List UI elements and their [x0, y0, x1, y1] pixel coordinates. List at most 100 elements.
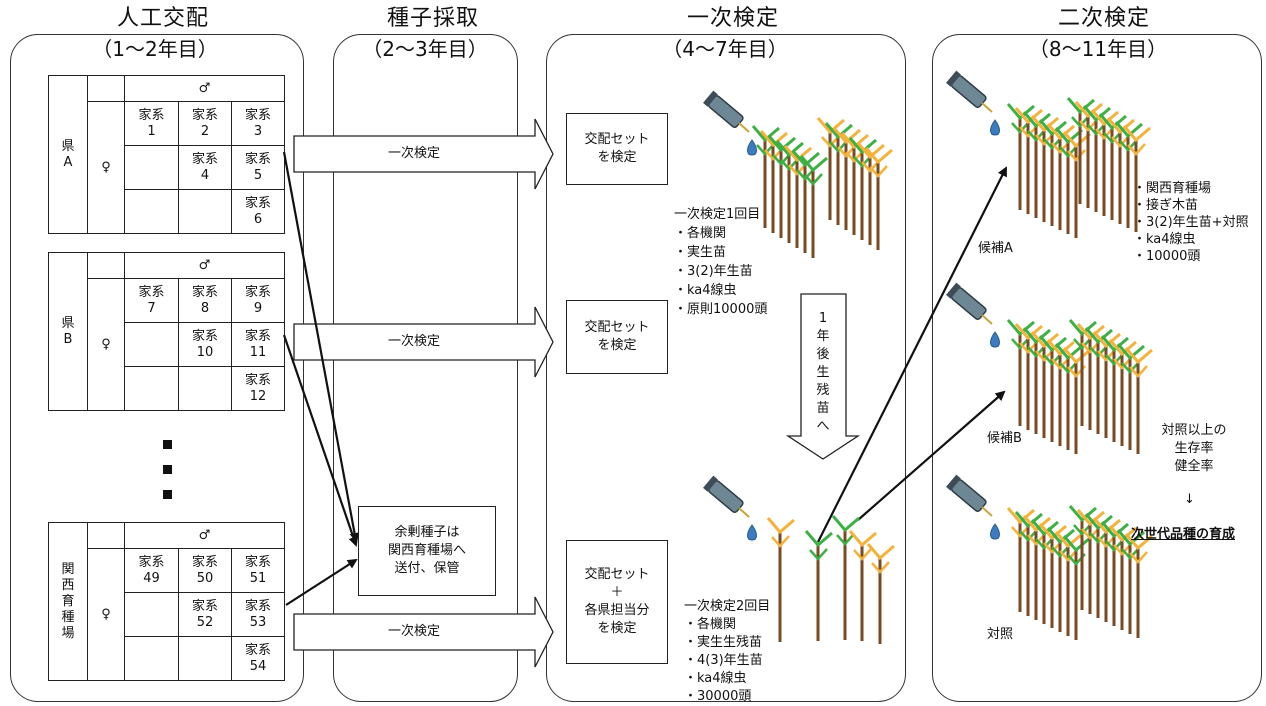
pref-label-kansai: 関 西 育 種 場: [48, 522, 88, 681]
seedling-icon: [1068, 505, 1097, 610]
ellipsis-dot: [163, 465, 172, 474]
seedling-icon: [1046, 527, 1075, 632]
first-test-1-info: 一次検定1回目・各機関・実生苗・3(2)年生苗・ka4線虫・原則10000頭: [674, 207, 768, 317]
seedling-icon: [799, 155, 828, 258]
seedling-icon: [1122, 125, 1151, 232]
seedling-icon: [1014, 107, 1043, 214]
seedling-icon: [1076, 323, 1105, 430]
seedling-icon: [1090, 109, 1119, 216]
seedling-icon: [759, 130, 788, 233]
seedling-icon: [1108, 525, 1137, 630]
seedling-icon: [1066, 97, 1095, 204]
test-set-box-2: 交配セット を検定: [566, 300, 668, 374]
test-set-box-3: 交配セット ＋ 各県担当分 を検定: [566, 540, 668, 664]
seedling-icon: [1014, 323, 1043, 430]
seedling-icon: [848, 137, 877, 240]
seedling-icon: [1054, 343, 1083, 450]
connector-line: [282, 334, 359, 547]
seedling-icon: [767, 135, 796, 238]
seedling-icon: [1124, 347, 1153, 454]
seedling-icon: [1114, 121, 1143, 228]
criteria-text: 対照以上の生存率健全率: [1161, 423, 1227, 474]
block-arrow-2: [293, 306, 554, 378]
seedling-icon: [1038, 523, 1067, 628]
seedling-icon: [1038, 335, 1067, 442]
arrow-label-2: 一次検定: [388, 334, 441, 349]
seedling-icon: [1084, 513, 1113, 618]
phase-title-crossing: 人工交配: [85, 4, 241, 34]
connector-line: [857, 390, 1006, 521]
second-test-info: ・関西育種場・接ぎ木苗・3(2)年生苗+対照・ka4線虫・10000頭: [1133, 181, 1249, 264]
seedling-icon: [1068, 319, 1097, 426]
result-text: 次世代品種の育成: [1131, 527, 1236, 542]
seedling-icon: [1074, 101, 1103, 208]
seedling-icon: [1054, 127, 1083, 234]
block-arrow-3: [293, 596, 554, 668]
phase-subtitle-crossing: （1～2年目）: [92, 37, 218, 61]
seedling-icon: [824, 122, 853, 225]
seedling-icon: [832, 127, 861, 230]
male-symbol: ♂: [124, 522, 285, 549]
seedling-icon: [1116, 529, 1145, 634]
seedling-icon: [1022, 111, 1051, 218]
seedling-icon: [775, 140, 804, 243]
seedling-icon: [1022, 327, 1051, 434]
connector-line: [285, 558, 358, 606]
surviving-seedling-icon: [804, 530, 833, 641]
male-symbol: ♂: [124, 252, 285, 279]
seedling-icon: [1092, 331, 1121, 438]
ellipsis-dot: [163, 490, 172, 499]
connector-line: [282, 151, 360, 543]
phase-subtitle-first-test: （4～7年目）: [662, 37, 788, 61]
down-block-arrow: [785, 293, 861, 460]
seedling-icon: [1046, 123, 1075, 230]
surviving-seedling-icon: [866, 543, 895, 644]
candidate-a-label: 候補A: [978, 241, 1013, 256]
seedling-icon: [1100, 521, 1129, 626]
phase-subtitle-second-test: （8～11年目）: [1028, 37, 1168, 61]
seedling-icon: [1098, 113, 1127, 220]
seedling-icon: [1106, 117, 1135, 224]
seedling-icon: [864, 147, 893, 250]
phase-title-second-test: 二次検定: [1026, 4, 1182, 34]
seedling-icon: [1022, 515, 1051, 620]
seedling-icon: [1030, 331, 1059, 438]
syringe-icon: [946, 282, 1000, 348]
phase-subtitle-seed: （2～3年目）: [362, 37, 488, 61]
seedling-icon: [1108, 339, 1137, 446]
syringe-icon: [703, 475, 757, 541]
first-test-2-info: 一次検定2回目・各機関・実生生残苗・4(3)年生苗・ka4線虫・30000頭: [684, 599, 771, 704]
seedling-icon: [751, 125, 780, 228]
phase-title-seed: 種子採取: [355, 4, 511, 34]
surviving-seedling-icon: [766, 517, 795, 642]
seedling-icon: [1116, 343, 1145, 450]
seedling-icon: [1076, 509, 1105, 614]
seedling-icon: [1006, 103, 1035, 210]
seedling-icon: [1030, 519, 1059, 624]
test-set-box-1: 交配セット を検定: [566, 113, 668, 185]
candidate-b-label: 候補B: [987, 431, 1022, 446]
seedling-icon: [1100, 335, 1129, 442]
seedling-icon: [1092, 517, 1121, 622]
seedling-icon: [1006, 319, 1035, 426]
seedling-icon: [856, 142, 885, 245]
phase-title-first-test: 一次検定: [655, 4, 811, 34]
seedling-icon: [1046, 339, 1075, 446]
block-arrow-1: [293, 118, 554, 190]
seedling-icon: [1084, 327, 1113, 434]
